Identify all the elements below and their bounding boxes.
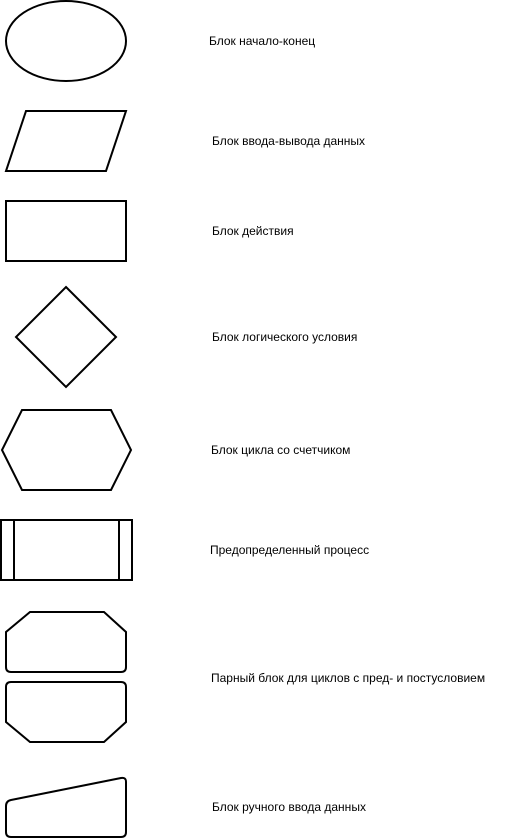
start-end-shape[interactable] [5, 0, 127, 82]
loop-close-shape[interactable] [5, 681, 127, 743]
legend-item-predefined: Предопределенный процесс [0, 519, 369, 581]
io-shape[interactable] [4, 110, 128, 172]
start-end-label: Блок начало-конец [209, 34, 315, 48]
legend-item-io: Блок ввода-вывода данных [4, 110, 365, 172]
legend-item-manual-input: Блок ручного ввода данных [5, 776, 366, 838]
predefined-label: Предопределенный процесс [210, 543, 369, 557]
paired-loop-label: Парный блок для циклов с пред- и постусл… [211, 671, 485, 685]
legend-item-paired-loop: Парный блок для циклов с пред- и постусл… [5, 611, 485, 743]
legend-item-condition: Блок логического условия [14, 285, 357, 389]
action-shape[interactable] [5, 200, 127, 262]
legend-item-action: Блок действия [5, 200, 294, 262]
io-label: Блок ввода-вывода данных [212, 134, 365, 148]
counter-loop-label: Блок цикла со счетчиком [211, 443, 350, 457]
loop-open-shape[interactable] [5, 611, 127, 673]
counter-loop-shape[interactable] [0, 409, 133, 491]
predefined-shape[interactable] [0, 519, 133, 581]
condition-label: Блок логического условия [212, 330, 357, 344]
condition-shape[interactable] [14, 285, 118, 389]
legend-item-start-end: Блок начало-конец [5, 0, 315, 82]
manual-input-shape[interactable] [5, 776, 127, 838]
manual-input-label: Блок ручного ввода данных [212, 800, 366, 814]
action-label: Блок действия [212, 224, 294, 238]
legend-item-counter-loop: Блок цикла со счетчиком [0, 409, 350, 491]
